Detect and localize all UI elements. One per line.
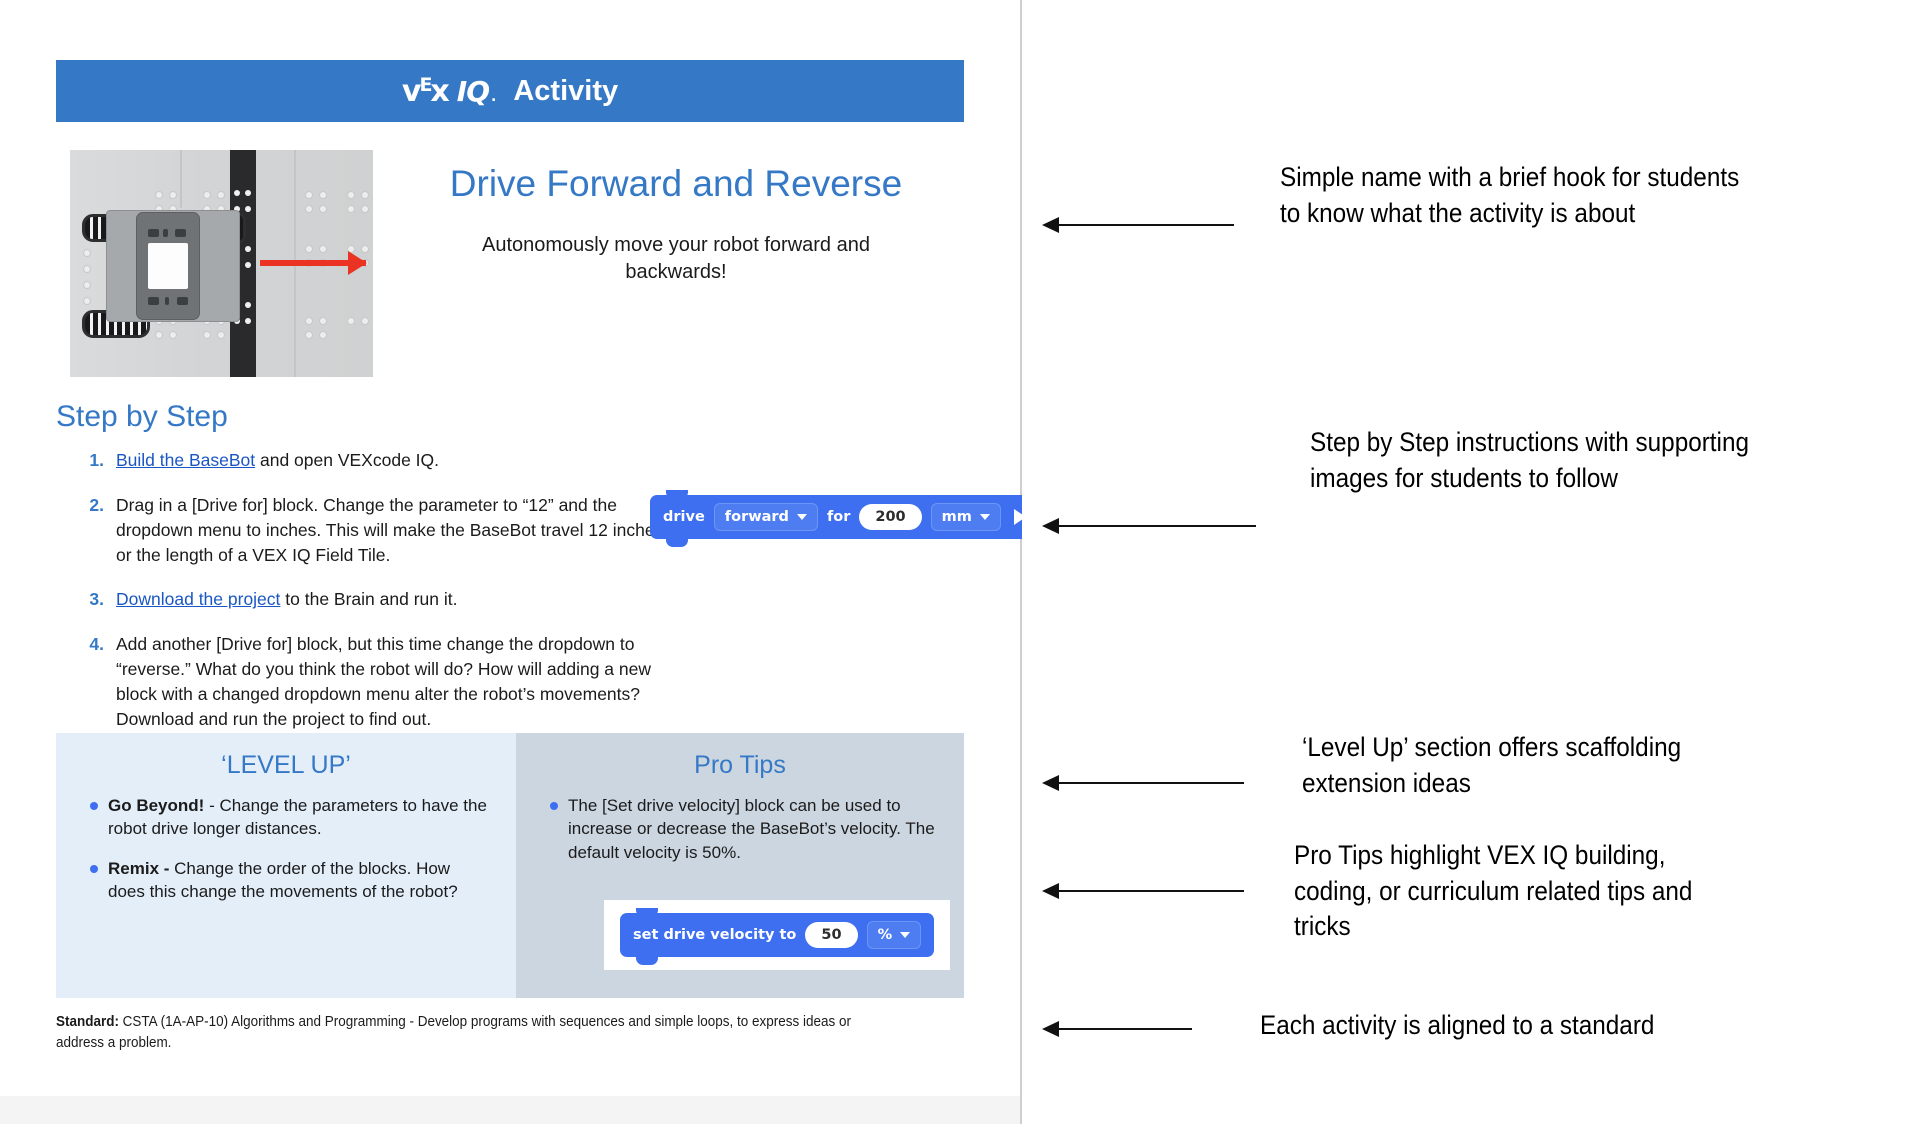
- step-text: Drag in a [Drive for] block. Change the …: [116, 494, 669, 565]
- pro-tips-title: Pro Tips: [694, 751, 786, 779]
- step-text: Build the BaseBot and open VEXcode IQ.: [116, 448, 439, 473]
- step-number: 2.: [89, 494, 104, 515]
- step-list: 1. Build the BaseBot and open VEXcode IQ…: [70, 448, 670, 752]
- logo-letter-e: E: [419, 73, 432, 96]
- step-text: Download the project to the Brain and ru…: [116, 587, 457, 612]
- annot-steps: Step by Step instructions with supportin…: [1310, 427, 1750, 493]
- annotation-arrow-standard: [1042, 1021, 1192, 1037]
- tile-seam-upper: [180, 150, 182, 208]
- dropdown-value-velocity-units: %: [877, 927, 893, 943]
- annot-levelup: ‘Level Up’ section offers scaffolding ex…: [1302, 732, 1682, 798]
- bullet-icon: [82, 794, 108, 841]
- list-item: The [Set drive velocity] block can be us…: [542, 794, 938, 864]
- link-download-the-project[interactable]: Download the project: [116, 589, 281, 610]
- dropdown-value-direction: forward: [724, 509, 789, 525]
- drive-for-block-image: drive forward for 200 mm: [650, 490, 1039, 547]
- logo-letters-iq: IQ: [456, 74, 490, 108]
- forward-direction-arrow: [260, 251, 367, 275]
- standard-text: CSTA (1A-AP-10) Algorithms and Programmi…: [56, 1014, 851, 1052]
- list-item: 3. Download the project to the Brain and…: [70, 587, 670, 612]
- bullet-icon: [82, 857, 108, 904]
- block-input-distance[interactable]: 200: [859, 504, 922, 530]
- step-text: Add another [Drive for] block, but this …: [116, 634, 651, 729]
- pro-tips-tip-list: The [Set drive velocity] block can be us…: [542, 794, 938, 864]
- scratch-block-drive[interactable]: drive forward for 200 mm: [650, 490, 1039, 547]
- list-item: 4. Add another [Drive for] block, but th…: [70, 632, 670, 731]
- tip-text: Go Beyond! - Change the parameters to ha…: [108, 794, 490, 841]
- dropdown-value-units: mm: [941, 509, 972, 525]
- bottom-panels: ‘LEVEL UP’ Go Beyond! - Change the param…: [56, 733, 964, 998]
- step-number: 4.: [89, 634, 104, 655]
- step-number: 3.: [89, 589, 104, 610]
- annotation-arrow-protips: [1042, 883, 1244, 899]
- block-dropdown-velocity-units[interactable]: %: [866, 921, 922, 949]
- annot-standard: Each activity is aligned to a standard: [1260, 1010, 1655, 1040]
- annotation-pane: Simple name with a brief hook for studen…: [1022, 0, 1928, 1124]
- block-dropdown-direction[interactable]: forward: [713, 503, 818, 531]
- page-subtitle: Autonomously move your robot forward and…: [482, 233, 870, 283]
- block-label-drive: drive: [663, 509, 705, 525]
- document-bottom-edge: [0, 1096, 1020, 1124]
- logo-letter-x: x: [430, 73, 449, 109]
- standard-footer: Standard: CSTA (1A-AP-10) Algorithms and…: [56, 1012, 893, 1054]
- step-text-rest: to the Brain and run it.: [280, 589, 458, 610]
- list-item: 2. Drag in a [Drive for] block. Change t…: [70, 493, 670, 568]
- level-up-tip-list: Go Beyond! - Change the parameters to ha…: [82, 794, 490, 904]
- annotation-arrow-levelup: [1042, 775, 1244, 791]
- level-up-panel: ‘LEVEL UP’ Go Beyond! - Change the param…: [56, 733, 516, 998]
- tip-rest: Change the order of the blocks. How does…: [108, 858, 458, 902]
- vex-iq-brain: [136, 212, 200, 320]
- tip-bold: Remix -: [108, 858, 170, 878]
- chevron-down-icon: [979, 514, 990, 520]
- step-by-step-heading: Step by Step: [56, 400, 228, 433]
- list-item: Remix - Change the order of the blocks. …: [82, 857, 490, 904]
- logo-dot: .: [491, 88, 496, 105]
- basebot-photo: [70, 150, 373, 377]
- tip-bold: Go Beyond!: [108, 796, 205, 815]
- level-up-title: ‘LEVEL UP’: [221, 751, 351, 779]
- hero-text-block: Drive Forward and Reverse Autonomously m…: [396, 163, 956, 286]
- tip-text: The [Set drive velocity] block can be us…: [568, 796, 935, 862]
- block-dropdown-units[interactable]: mm: [930, 503, 1001, 531]
- block-label-for: for: [826, 509, 851, 525]
- chevron-down-icon: [900, 932, 911, 938]
- set-drive-velocity-block-image: set drive velocity to 50 %: [604, 900, 951, 970]
- tip-text: Remix - Change the order of the blocks. …: [108, 857, 490, 904]
- list-item: Go Beyond! - Change the parameters to ha…: [82, 794, 490, 841]
- step-number: 1.: [89, 450, 104, 470]
- annot-protips: Pro Tips highlight VEX IQ building, codi…: [1294, 840, 1693, 942]
- link-build-the-basebot[interactable]: Build the BaseBot: [116, 450, 256, 470]
- scratch-block-set-drive-velocity[interactable]: set drive velocity to 50 %: [620, 908, 935, 965]
- tip-rest: - Change the parameters to have the robo…: [108, 796, 487, 839]
- chevron-down-icon: [796, 514, 807, 520]
- annotation-arrow-title: [1042, 217, 1234, 233]
- brain-screen: [148, 243, 188, 289]
- standard-label: Standard:: [56, 1014, 119, 1030]
- annotation-arrow-steps: [1042, 518, 1256, 534]
- bullet-icon: [542, 794, 568, 864]
- list-item: 1. Build the BaseBot and open VEXcode IQ…: [70, 448, 670, 473]
- header-title: Activity: [513, 74, 619, 107]
- block-input-velocity[interactable]: 50: [805, 922, 858, 948]
- page-title: Drive Forward and Reverse: [449, 163, 903, 204]
- annot-title: Simple name with a brief hook for studen…: [1280, 162, 1740, 228]
- hero-section: Drive Forward and Reverse Autonomously m…: [56, 145, 964, 380]
- step-text-rest: and open VEXcode IQ.: [255, 450, 440, 470]
- block-label-set-drive-velocity: set drive velocity to: [633, 927, 797, 943]
- logo-letter-v: v: [401, 73, 422, 109]
